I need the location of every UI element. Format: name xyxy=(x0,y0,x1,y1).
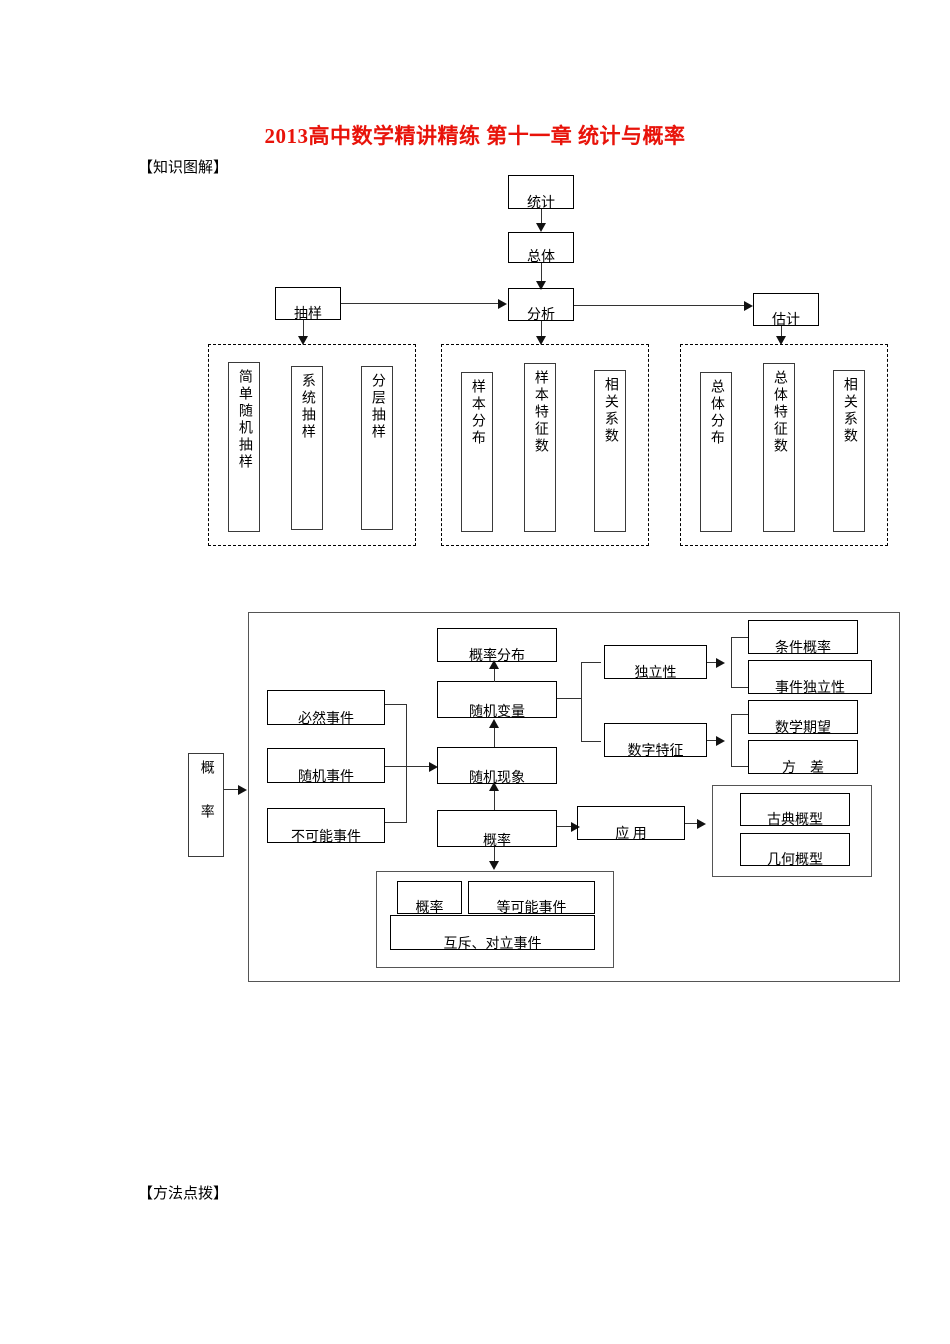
node-zongti: 总体 xyxy=(508,232,574,265)
arrowhead-fenxi xyxy=(536,281,546,290)
connector-xianxiang-bianliang xyxy=(494,727,495,747)
bracket-shuzi-bottom xyxy=(731,766,749,767)
bracket-bukeneng xyxy=(385,822,406,823)
node-fenxi: 分析 xyxy=(508,288,574,323)
bracket-biran xyxy=(385,704,406,705)
connector-bianliang-branch xyxy=(557,698,581,699)
connector-fenxi-group xyxy=(541,321,542,340)
connector-events-to-suiji xyxy=(385,766,432,767)
node-suiji-bianliang: 随机变量 xyxy=(437,681,557,720)
vbox-simple-random-sampling: 简单随机抽样 xyxy=(228,362,260,532)
connector-chouyang-group xyxy=(303,320,304,340)
node-chouyang: 抽样 xyxy=(275,287,341,322)
node-shuxue-qiwang: 数学期望 xyxy=(748,700,858,736)
vbox-sample-distribution: 样本分布 xyxy=(461,372,493,532)
page-title: 2013高中数学精讲精练 第十一章 统计与概率 xyxy=(264,124,686,148)
vbox-population-correlation: 相关系数 xyxy=(833,370,865,532)
arrowhead-group-analysis xyxy=(536,336,546,345)
connector-root-into-frame xyxy=(224,789,241,790)
node-deng-keneng: 等可能事件 xyxy=(468,881,595,916)
node-jihe-gaixing: 几何概型 xyxy=(740,833,850,868)
vbox-population-distribution: 总体分布 xyxy=(700,372,732,532)
probability-outer-frame xyxy=(248,612,900,982)
node-gailv-fenbu: 概率分布 xyxy=(437,628,557,664)
arrowhead-gailv-fenbu xyxy=(489,660,499,669)
section-label-knowledge: 【知识图解】 xyxy=(138,160,229,176)
bracket-shuzi-vertical xyxy=(731,714,732,766)
section-label-method: 【方法点拨】 xyxy=(138,1186,229,1202)
arrowhead-zongti xyxy=(536,223,546,232)
node-gudian-gaixing: 古典概型 xyxy=(740,793,850,828)
arrowhead-models xyxy=(697,819,706,829)
bracket-shuzi-top xyxy=(731,714,749,715)
basics-frame xyxy=(376,871,614,968)
node-tiaojian-gailv: 条件概率 xyxy=(748,620,858,656)
arrowhead-root xyxy=(238,785,247,795)
node-basics-gailv: 概率 xyxy=(397,881,462,916)
connector-gailv-xianxiang xyxy=(494,790,495,810)
bracket-duli-top xyxy=(731,637,749,638)
arrowhead-basics-group xyxy=(489,861,499,870)
connector-guji-group xyxy=(781,326,782,340)
connector-tongji-zongti xyxy=(541,209,542,226)
node-fang-cha: 方 差 xyxy=(748,740,858,776)
node-ying-yong: 应 用 xyxy=(577,806,685,842)
connector-chouyang-fenxi xyxy=(341,303,499,304)
connector-zongti-fenxi xyxy=(541,263,542,285)
arrowhead-guji xyxy=(744,301,753,311)
group-sampling-methods xyxy=(208,344,416,546)
node-bukeneng-shijian: 不可能事件 xyxy=(267,808,385,845)
node-tongji: 统计 xyxy=(508,175,574,211)
bracket-to-dulixing xyxy=(581,662,601,663)
bracket-duli-bottom xyxy=(731,687,749,688)
node-duli-xing: 独立性 xyxy=(604,645,707,681)
node-guji: 估计 xyxy=(753,293,819,328)
arrowhead-suiji-xianxiang-up xyxy=(489,782,499,791)
connector-duli-leaves xyxy=(707,662,721,663)
node-huchi-duili: 互斥、对立事件 xyxy=(390,915,595,952)
vbox-systematic-sampling: 系统抽样 xyxy=(291,366,323,530)
connector-shuzi-leaves xyxy=(707,740,721,741)
arrowhead-yingyong xyxy=(571,822,580,832)
node-shijian-duli-xing: 事件独立性 xyxy=(748,660,872,696)
vbox-population-characteristic: 总体特征数 xyxy=(763,363,795,532)
arrowhead-shuzi-leaves xyxy=(716,736,725,746)
connector-fenxi-guji xyxy=(574,305,744,306)
bracket-to-shuzitezheng xyxy=(581,741,601,742)
node-biran-shijian: 必然事件 xyxy=(267,690,385,727)
arrowhead-fenxi-left xyxy=(498,299,507,309)
arrowhead-suiji-bianliang xyxy=(489,719,499,728)
node-suiji-xianxiang: 随机现象 xyxy=(437,747,557,786)
arrowhead-duli-leaves xyxy=(716,658,725,668)
node-shuzi-tezheng: 数字特征 xyxy=(604,723,707,759)
node-gailv-root: 概率 xyxy=(188,753,224,857)
arrowhead-suiji-xianxiang xyxy=(429,762,438,772)
connector-gailv-basics xyxy=(494,847,495,865)
models-frame xyxy=(712,785,872,877)
arrowhead-group-sampling xyxy=(298,336,308,345)
connector-yingyong-models xyxy=(685,823,701,824)
bracket-vertical-branch xyxy=(581,662,582,741)
node-gailv-center: 概率 xyxy=(437,810,557,849)
connector-bianliang-fenbu xyxy=(494,668,495,682)
connector-gailv-yingyong xyxy=(557,826,574,827)
vbox-sample-correlation: 相关系数 xyxy=(594,370,626,532)
node-suiji-shijian: 随机事件 xyxy=(267,748,385,785)
bracket-duli-vertical xyxy=(731,637,732,687)
vbox-sample-characteristic: 样本特征数 xyxy=(524,363,556,532)
group-population-estimation xyxy=(680,344,888,546)
group-sample-analysis xyxy=(441,344,649,546)
vbox-stratified-sampling: 分层抽样 xyxy=(361,366,393,530)
arrowhead-group-estimation xyxy=(776,336,786,345)
bracket-vertical-events xyxy=(406,704,407,823)
